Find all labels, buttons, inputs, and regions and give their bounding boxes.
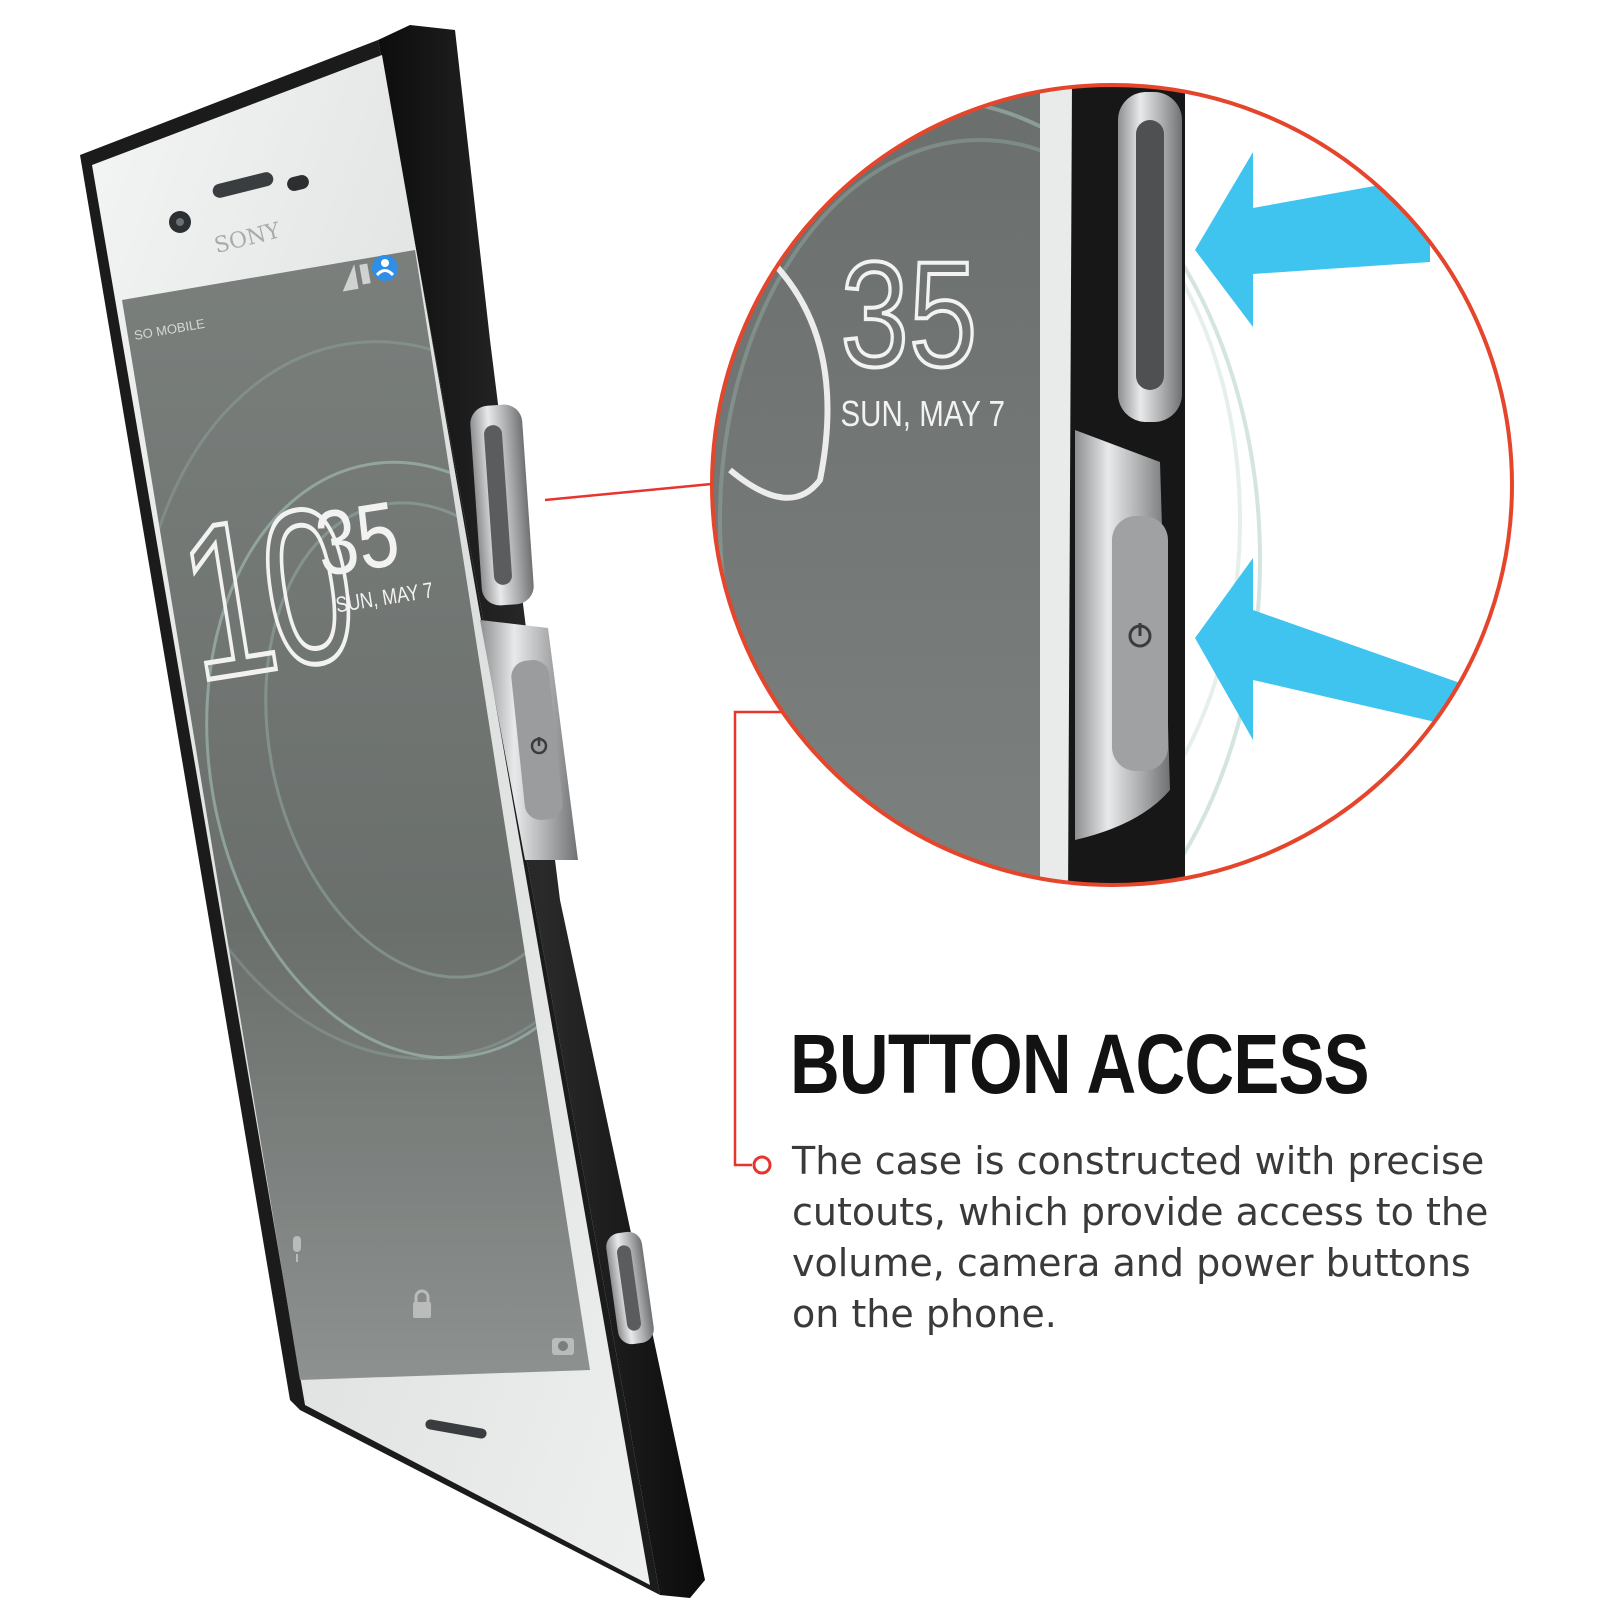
callout-connectors xyxy=(544,481,790,1167)
camera-icon xyxy=(552,1338,574,1355)
earpiece xyxy=(212,172,274,198)
bottom-speaker xyxy=(425,1419,487,1439)
phone-screen xyxy=(122,250,590,1380)
zoom-callout: 35 SUN, MAY 7 xyxy=(712,85,1512,885)
zoom-power-button[interactable] xyxy=(1112,516,1168,771)
sensor xyxy=(287,175,309,191)
clock-minute: 35 xyxy=(309,482,406,596)
zoom-clock-minute: 35 xyxy=(841,231,978,398)
battery-icon xyxy=(359,263,371,285)
arrow-power-icon xyxy=(1195,558,1480,740)
lock-icon xyxy=(413,1289,431,1318)
power-icon xyxy=(530,737,548,755)
user-icon xyxy=(372,255,398,281)
zoom-date: SUN, MAY 7 xyxy=(841,393,1006,433)
feature-description: The case is constructed with precise cut… xyxy=(792,1139,1489,1336)
zoom-power-icon xyxy=(1128,623,1152,648)
arrow-volume-icon xyxy=(1195,152,1430,327)
callout-dot xyxy=(752,1155,772,1175)
zoom-ring xyxy=(710,83,1514,887)
mic-icon xyxy=(293,1236,301,1262)
signal-icon xyxy=(342,264,359,292)
phone: SONY SO MOBILE 10 35 SUN, MAY 7 xyxy=(80,25,705,1598)
feature-title: BUTTON ACCESS xyxy=(790,1017,1370,1111)
